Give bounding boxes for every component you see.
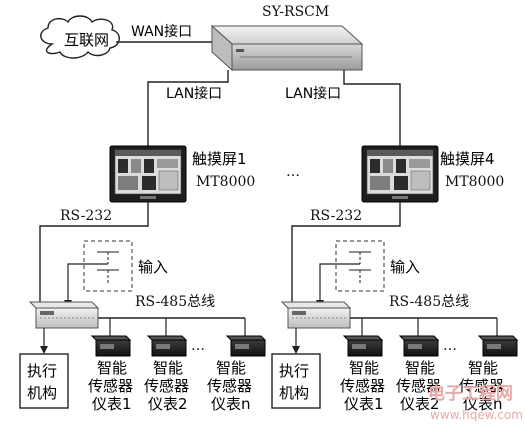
rs232-label-right: RS-232 — [310, 208, 362, 224]
touch-screen-4 — [361, 145, 439, 203]
touch-screen-1 — [109, 145, 187, 203]
rs485-bus-right — [350, 317, 498, 336]
sensor-right-1-line3: 仪表1 — [344, 395, 384, 413]
rs485-label-right: RS-485总线 — [389, 294, 469, 310]
actuator-right-line2: 机构 — [279, 384, 309, 402]
plc-unit-right — [280, 301, 352, 329]
input-box-right — [335, 240, 385, 292]
sensor-left-1-line2: 传感器 — [88, 377, 133, 395]
screens-ellipsis: … — [286, 164, 300, 180]
internet-cloud — [40, 15, 120, 59]
sensor-left-1-line1: 智能 — [97, 359, 127, 377]
sensor-right-n-line1: 智能 — [468, 359, 498, 377]
sensor-device-left-1 — [90, 335, 132, 357]
screen-4-label: 触摸屏4 — [440, 150, 495, 168]
sensor-right-2-line3: 仪表2 — [400, 395, 440, 413]
sensor-device-left-n — [225, 335, 267, 357]
input-label-right: 输入 — [390, 258, 420, 276]
lan-line-right — [343, 70, 401, 146]
sensor-left-2-line1: 智能 — [153, 359, 183, 377]
actuator-arrowhead-right — [292, 346, 300, 354]
sensor-right-1-line2: 传感器 — [340, 377, 385, 395]
sensor-right-2-line2: 传感器 — [396, 377, 441, 395]
rs485-label-left: RS-485总线 — [135, 294, 215, 310]
actuator-arrowhead-left — [40, 346, 48, 354]
internet-label: 互联网 — [64, 31, 109, 49]
sensor-right-1-line1: 智能 — [349, 359, 379, 377]
sensor-right-n-line2: 传感器 — [459, 377, 504, 395]
lan-label-left: LAN接口 — [166, 85, 222, 102]
input-label-left: 输入 — [138, 258, 168, 276]
sensor-left-2-line3: 仪表2 — [148, 395, 188, 413]
sensor-ellipsis-left: … — [191, 338, 205, 354]
plc-unit-left — [28, 301, 100, 329]
sensor-right-n-line3: 仪表n — [463, 395, 503, 413]
watermark-url: www.hqew.com — [430, 408, 523, 422]
rs232-line-right — [291, 202, 401, 308]
input-arrow-right — [319, 263, 360, 306]
sensor-left-n-line1: 智能 — [216, 359, 246, 377]
sensor-device-left-2 — [146, 335, 188, 357]
screen-1-model: MT8000 — [196, 174, 255, 190]
sensor-ellipsis-right: … — [443, 338, 457, 354]
wan-label: WAN接口 — [131, 23, 192, 40]
input-box-left — [83, 240, 133, 292]
rs232-label-left: RS-232 — [60, 208, 112, 224]
lan-line-left — [147, 70, 229, 146]
server-title: SY-RSCM — [262, 4, 329, 20]
sensor-device-right-1 — [342, 335, 384, 357]
screen-4-model: MT8000 — [445, 174, 504, 190]
sensor-left-n-line2: 传感器 — [207, 377, 252, 395]
sensor-device-right-2 — [398, 335, 440, 357]
actuator-left-line1: 执行 — [27, 362, 57, 380]
sensor-left-1-line3: 仪表1 — [92, 395, 132, 413]
screen-1-label: 触摸屏1 — [192, 150, 247, 168]
actuator-box-left — [19, 353, 69, 409]
lan-label-right: LAN接口 — [285, 85, 341, 102]
actuator-box-right — [271, 353, 321, 409]
rs485-bus-left — [98, 317, 246, 336]
sensor-right-2-line1: 智能 — [405, 359, 435, 377]
server-device — [210, 24, 364, 72]
rs232-line-left — [39, 202, 149, 308]
sensor-left-n-line3: 仪表n — [211, 395, 251, 413]
sensor-device-right-n — [477, 335, 519, 357]
sensor-left-2-line2: 传感器 — [144, 377, 189, 395]
watermark-title: 电子工程网 — [428, 383, 513, 404]
actuator-right-line1: 执行 — [279, 362, 309, 380]
input-arrow-left — [67, 263, 108, 306]
actuator-left-line2: 机构 — [27, 384, 57, 402]
